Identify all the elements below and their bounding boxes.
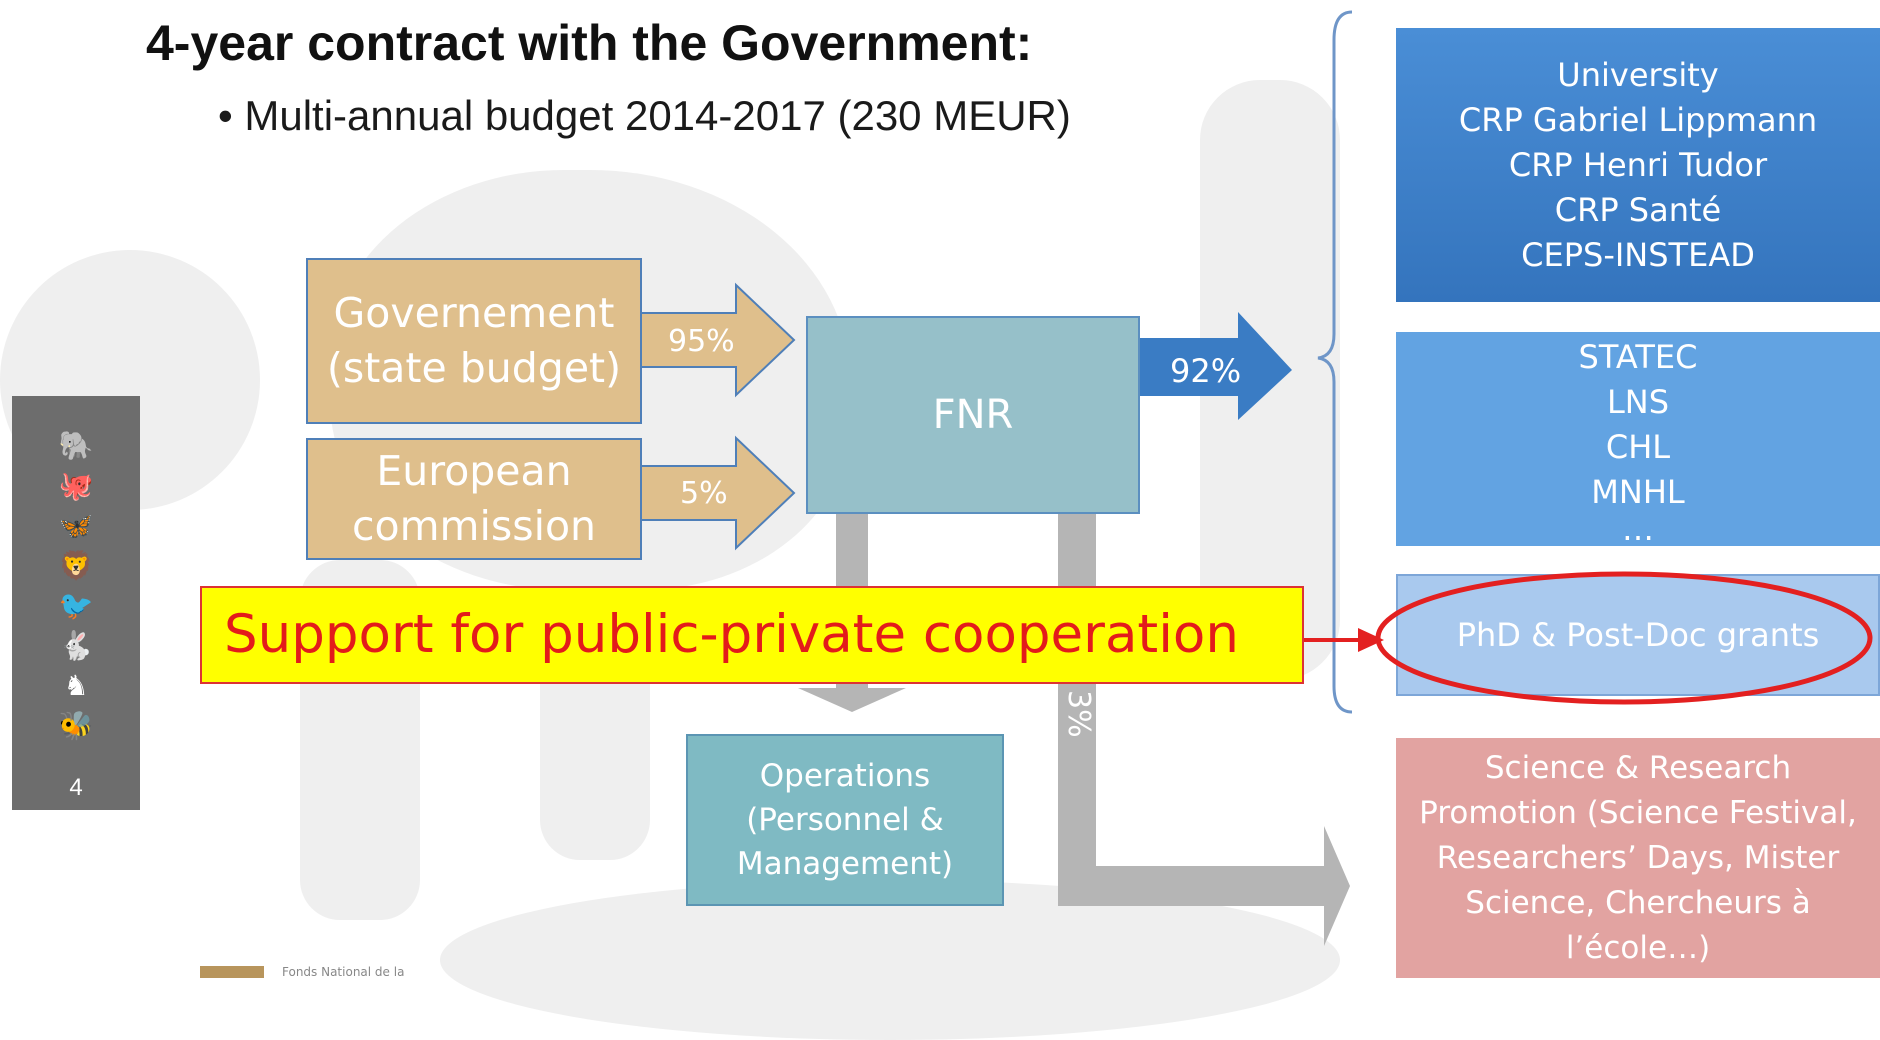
bee-icon: 🐝 — [58, 709, 94, 742]
other-recipients-box: STATEC LNS CHL MNHL … — [1396, 332, 1880, 546]
government-percent: 95% — [668, 324, 735, 359]
operations-box: Operations (Personnel & Management) — [686, 734, 1004, 906]
elephant-icon: 🐘 — [58, 429, 94, 462]
institution-item: CRP Henri Tudor — [1508, 145, 1768, 184]
diagram-arrows — [639, 10, 1384, 946]
budget-bullet: • Multi-annual budget 2014-2017 (230 MEU… — [218, 92, 1071, 139]
other-recipient-item: CHL — [1605, 428, 1671, 466]
european-commission-box: European commission — [306, 438, 642, 560]
sidebar-panel: 🐘 🐙 🦋 🦁 🐦 🐇 ♞ 🐝 4 — [12, 396, 140, 810]
public-private-callout: Support for public-private cooperation — [200, 586, 1304, 684]
government-budget-box: Governement (state budget) — [306, 258, 642, 424]
grants-label: PhD & Post-Doc grants — [1456, 616, 1820, 654]
other-recipient-item: STATEC — [1578, 338, 1698, 376]
institution-item: CRP Santé — [1554, 190, 1722, 229]
rabbit-icon: 🐇 — [58, 629, 94, 662]
promotion-label-line: Researchers’ Days, Mister — [1436, 839, 1840, 876]
page-number: 4 — [69, 774, 83, 801]
footer-text: Fonds National de la — [282, 966, 405, 978]
promotion-label-line: Promotion (Science Festival, — [1419, 794, 1857, 831]
operations-label-line: (Personnel & — [746, 802, 944, 838]
other-recipient-item: LNS — [1606, 383, 1670, 421]
promotion-label-line: Science, Chercheurs à — [1465, 884, 1811, 921]
institutions-box: University CRP Gabriel Lippmann CRP Henr… — [1396, 28, 1880, 302]
promotion-percent: 3% — [1061, 690, 1096, 738]
institution-item: University — [1557, 55, 1719, 94]
fnr-out-percent: 92% — [1170, 352, 1242, 390]
grants-highlight-ellipse — [1375, 571, 1873, 705]
promotion-box: Science & Research Promotion (Science Fe… — [1396, 738, 1880, 978]
government-label-line: Governement — [333, 289, 615, 337]
other-recipient-item: … — [1622, 510, 1654, 548]
commission-label-line: commission — [351, 502, 597, 550]
butterfly-icon: 🦋 — [58, 509, 94, 542]
institution-item: CEPS-INSTEAD — [1521, 235, 1755, 274]
arrow-fnr-to-promotion — [1058, 514, 1350, 946]
operations-label-line: Operations — [759, 758, 931, 794]
fnr-box: FNR — [806, 316, 1140, 514]
octopus-icon: 🐙 — [58, 469, 94, 502]
footer-logo — [200, 966, 264, 978]
promotion-label-line: l’école…) — [1565, 929, 1711, 966]
promotion-label-line: Science & Research — [1484, 749, 1792, 786]
slide-title: 4-year contract with the Government: — [146, 15, 1033, 71]
commission-percent: 5% — [680, 476, 728, 511]
seahorse-icon: ♞ — [63, 669, 89, 702]
commission-label-line: European — [376, 447, 572, 495]
arrow-fnr-to-recipients — [1140, 312, 1292, 420]
operations-label-line: Management) — [736, 846, 954, 882]
recipients-brace — [1317, 10, 1353, 714]
callout-arrowhead — [1358, 628, 1384, 652]
lion-icon: 🦁 — [58, 549, 94, 582]
government-label-line: (state budget) — [326, 344, 622, 392]
institution-item: CRP Gabriel Lippmann — [1458, 100, 1818, 139]
bird-icon: 🐦 — [58, 589, 94, 622]
arrow-commission-to-fnr — [639, 435, 796, 551]
fnr-label: FNR — [932, 392, 1014, 438]
arrow-government-to-fnr — [639, 282, 796, 398]
other-recipient-item: MNHL — [1591, 473, 1685, 511]
